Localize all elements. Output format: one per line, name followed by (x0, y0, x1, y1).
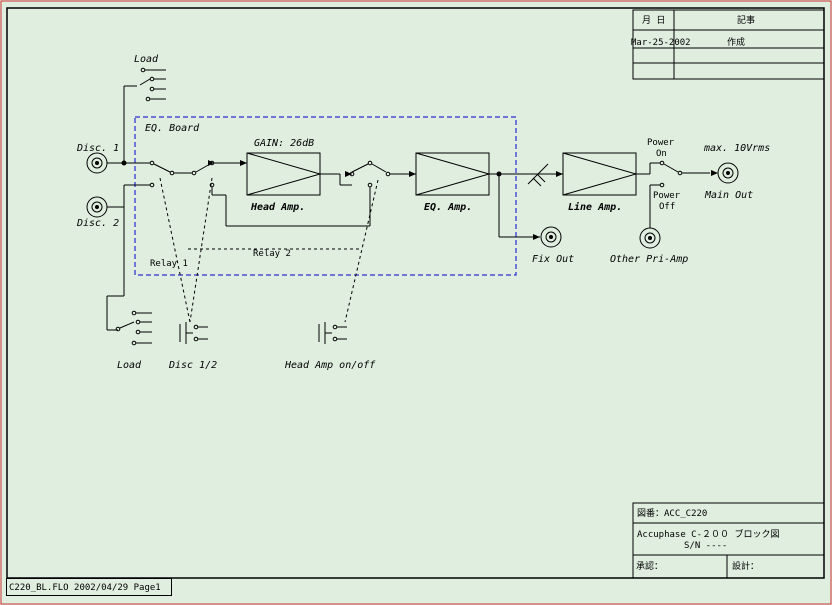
head-amp-onoff-label: Head Amp on/off (284, 360, 376, 371)
relay1-coil (179, 322, 208, 344)
other-pri-amp-jack (639, 227, 661, 249)
relay2-label: Relay 2 (253, 249, 291, 259)
load-switch-top (139, 67, 166, 102)
file-footer: C220_BL.FLO 2002/04/29 Page1 (6, 578, 172, 596)
eq-board-region (134, 116, 517, 276)
load-top-label: Load (134, 54, 159, 65)
serial-number: S/N ---- (684, 541, 727, 551)
disc1-jack (86, 152, 108, 174)
other-pri-amp-label: Other Pri-Amp (610, 254, 688, 265)
load-switch-bottom (115, 310, 152, 346)
fix-out-label: Fix Out (532, 254, 574, 265)
load-bottom-label: Load (117, 360, 142, 371)
revision-date: Mar-25-2002 (631, 38, 691, 48)
revision-header-date: 月 日 (642, 15, 665, 26)
drawing-frame (6, 7, 825, 579)
relay1-switch (149, 160, 192, 188)
revision-header-notes: 記事 (737, 14, 755, 26)
disc2-label: Disc. 2 (76, 218, 119, 229)
line-amp-label: Line Amp. (568, 201, 622, 213)
power-off-label-2: Off (659, 202, 675, 212)
approved-label: 承認： (636, 560, 663, 572)
relay1-label: Relay 1 (150, 259, 188, 269)
head-amp-block (246, 152, 322, 196)
power-off-label-1: Power (653, 191, 681, 201)
eq-board-label: EQ. Board (145, 123, 200, 134)
main-out-label: Main Out (704, 190, 753, 201)
line-amp-block (562, 152, 638, 196)
disc2-jack (86, 196, 108, 218)
main-out-jack (717, 162, 739, 184)
drawing-number: 図番：ACC_C220 (637, 507, 707, 519)
eq-amp-block (415, 152, 491, 196)
revision-note: 作成 (727, 36, 745, 48)
revision-table (632, 9, 825, 80)
max-level-label: max. 10Vrms (703, 143, 770, 154)
drawing-title: Accuphase C-２００ ブロック図 (637, 528, 779, 540)
head-amp-label: Head Amp. (250, 202, 305, 213)
disc1-label: Disc. 1 (76, 143, 119, 154)
power-on-label-2: On (656, 149, 667, 159)
relay2-coil (318, 322, 347, 344)
disc-select-label: Disc 1/2 (168, 360, 217, 371)
title-block (632, 502, 825, 579)
signal-arrows (121, 160, 718, 240)
headamp-bypass-switch (191, 160, 371, 227)
power-on-label-1: Power (647, 138, 675, 148)
gain-label: GAIN: 26dB (254, 138, 314, 149)
eq-amp-label: EQ. Amp. (424, 202, 472, 213)
relay-linkages (159, 177, 379, 323)
fix-out-jack (540, 226, 562, 248)
designed-label: 設計： (732, 560, 759, 572)
power-switch (649, 160, 710, 228)
relay2-switch (349, 160, 416, 188)
